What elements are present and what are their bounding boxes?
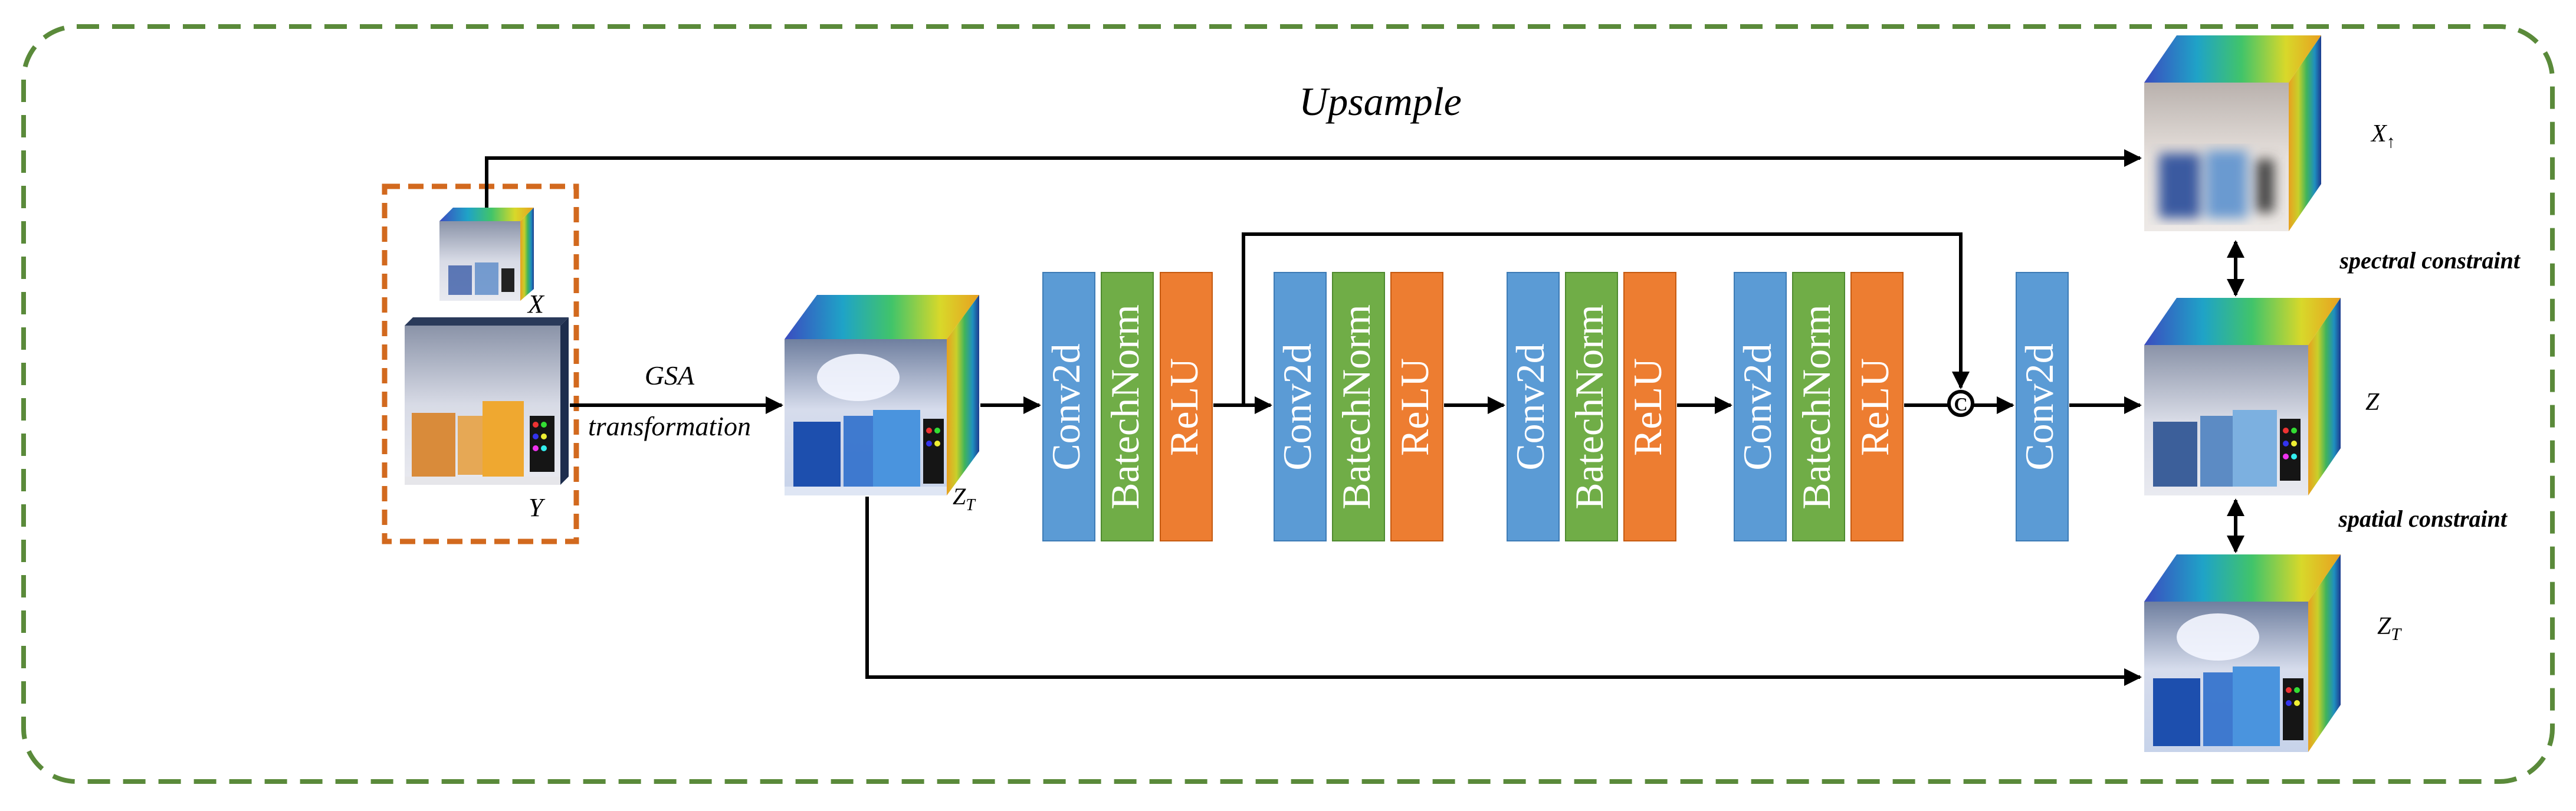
- relu-layer: [1390, 272, 1443, 541]
- x-up-label-sub: ↑: [2387, 132, 2395, 152]
- block-1: Conv2d BatechNorm ReLU: [1042, 272, 1213, 541]
- zt-label-main: Z: [953, 483, 966, 510]
- zt-out-label-sub: T: [2391, 625, 2402, 644]
- batchnorm-label: BatechNorm: [1567, 304, 1612, 509]
- relu-label: ReLU: [1392, 358, 1437, 456]
- conv2d-label: Conv2d: [1043, 343, 1088, 470]
- cube-zt: [785, 295, 979, 495]
- relu-layer: [1623, 272, 1676, 541]
- upsample-label: Upsample: [1299, 79, 1462, 124]
- cube-z: [2144, 298, 2341, 495]
- spectral-constraint-label: spectral constraint: [2339, 247, 2521, 274]
- batchnorm-label: BatechNorm: [1794, 304, 1839, 509]
- cube-x: [439, 208, 534, 301]
- connectors: [485, 149, 2244, 686]
- conv2d-label: Conv2d: [1735, 343, 1780, 470]
- transformation-label: transformation: [588, 411, 751, 441]
- batchnorm-label: BatechNorm: [1102, 304, 1147, 509]
- cube-x-up: [2144, 35, 2321, 231]
- conv2d-label: Conv2d: [2017, 343, 2062, 470]
- z-label: Z: [2365, 389, 2380, 416]
- relu-label: ReLU: [1852, 358, 1897, 456]
- zt-out-label-main: Z: [2377, 613, 2391, 640]
- conv2d-layer: [1734, 272, 1787, 541]
- zt-label-sub: T: [966, 496, 976, 514]
- zt-label: ZT: [953, 483, 976, 514]
- concat-symbol: C: [1954, 393, 1967, 415]
- spatial-constraint-label: spatial constraint: [2338, 505, 2508, 532]
- batchnorm-label: BatechNorm: [1334, 304, 1379, 509]
- input-box: [382, 183, 579, 544]
- block-2: Conv2d BatechNorm ReLU: [1274, 272, 1443, 541]
- final-conv-block: Conv2d: [2016, 272, 2069, 541]
- relu-layer: [1850, 272, 1904, 541]
- conv2d-layer: [1042, 272, 1095, 541]
- conv2d-layer: [1507, 272, 1560, 541]
- outer-frame: [21, 24, 2555, 784]
- batchnorm-layer: [1565, 272, 1618, 541]
- cube-zt-out: [2144, 554, 2341, 752]
- x-label: X: [527, 290, 545, 319]
- x-up-label: X↑: [2370, 120, 2395, 152]
- zt-out-label: ZT: [2377, 613, 2402, 644]
- gsa-label: GSA: [645, 360, 695, 390]
- upsample-arrow: [485, 149, 2142, 208]
- concat-node: C: [1947, 390, 1974, 417]
- zt-bypass-arrow: [865, 497, 2142, 686]
- conv2d-layer: [1274, 272, 1327, 541]
- y-label: Y: [529, 493, 546, 522]
- relu-label: ReLU: [1625, 358, 1670, 456]
- batchnorm-layer: [1101, 272, 1154, 541]
- cube-y: [405, 317, 569, 485]
- conv2d-layer: [2016, 272, 2069, 541]
- conv2d-label: Conv2d: [1275, 343, 1320, 470]
- skip-connection-arrow: [1242, 232, 1970, 405]
- batchnorm-layer: [1332, 272, 1385, 541]
- relu-layer: [1160, 272, 1213, 541]
- x-up-label-main: X: [2370, 120, 2388, 147]
- relu-label: ReLU: [1161, 358, 1206, 456]
- block-3: Conv2d BatechNorm ReLU: [1507, 272, 1676, 541]
- batchnorm-layer: [1792, 272, 1845, 541]
- block-4: Conv2d BatechNorm ReLU: [1734, 272, 1904, 541]
- conv2d-label: Conv2d: [1508, 343, 1553, 470]
